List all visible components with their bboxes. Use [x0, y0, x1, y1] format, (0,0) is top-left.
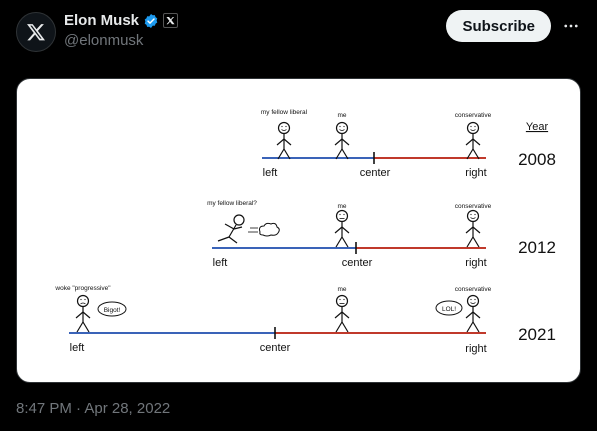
display-name[interactable]: Elon Musk: [64, 12, 140, 29]
figure-label: me: [337, 112, 346, 119]
spectrum-label: center: [342, 257, 373, 269]
year-header: Year: [526, 121, 549, 133]
spectrum-label: right: [465, 343, 486, 355]
year-label: 2008: [518, 150, 556, 169]
spectrum-label: right: [465, 167, 486, 179]
spectrum-label: left: [263, 167, 278, 179]
name-row: Elon Musk: [64, 12, 179, 29]
speech-bubble-text: LOL!: [442, 306, 456, 313]
figure-label: conservative: [455, 203, 492, 210]
x-affiliate-badge-icon: [163, 13, 179, 28]
political-spectrum-meme: Year my fellow liberal me conservative l…: [54, 109, 556, 355]
figure-label: me: [337, 203, 346, 210]
tweet-timestamp[interactable]: 8:47 PM · Apr 28, 2022: [16, 400, 171, 417]
x-logo-icon: [27, 24, 45, 41]
row-2012: my fellow liberal? me conservative left …: [207, 200, 556, 269]
spectrum-label: right: [465, 257, 486, 269]
spectrum-label: center: [260, 342, 291, 354]
avatar[interactable]: [16, 12, 56, 52]
figure-label: conservative: [455, 286, 492, 293]
spectrum-label: left: [213, 257, 228, 269]
figure-label: conservative: [455, 112, 492, 119]
figure-label: my fellow liberal?: [207, 200, 257, 207]
tweet-image[interactable]: Year my fellow liberal me conservative l…: [16, 78, 581, 383]
running-figure: [217, 214, 280, 244]
row-2008: my fellow liberal me conservative left c…: [261, 109, 556, 179]
verified-badge-icon: [144, 13, 158, 28]
year-label: 2012: [518, 238, 556, 257]
figure-label: woke "progressive": [54, 285, 111, 292]
figure-label: my fellow liberal: [261, 109, 308, 116]
speech-bubble-text: Bigot!: [104, 307, 121, 314]
year-label: 2021: [518, 325, 556, 344]
tweet-header: Elon Musk @elonmusk Subscribe: [16, 10, 581, 54]
row-2021: woke "progressive" Bigot! me conservativ…: [54, 285, 556, 355]
spectrum-label: center: [360, 167, 391, 179]
spectrum-label: left: [70, 342, 85, 354]
subscribe-button[interactable]: Subscribe: [446, 10, 551, 42]
more-icon[interactable]: [561, 16, 581, 36]
user-handle[interactable]: @elonmusk: [64, 32, 144, 49]
figure-label: me: [337, 286, 346, 293]
